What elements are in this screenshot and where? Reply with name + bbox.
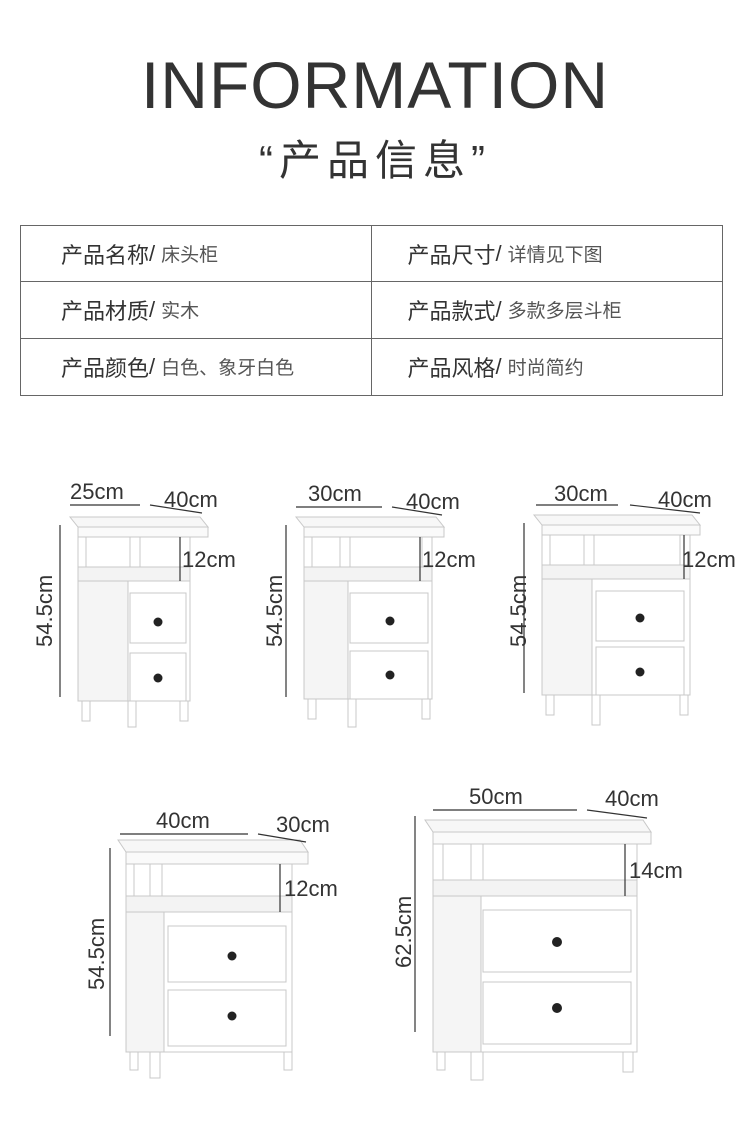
width-label: 50cm [469,784,523,809]
depth-label: 40cm [658,487,712,512]
cell-value: 床头柜 [161,245,219,267]
depth-label: 40cm [164,487,218,512]
cell-separator: / [495,353,502,379]
depth-label: 40cm [406,489,460,514]
product-cabinet-3: 30cm 40cm 12cm 54.5cm [500,475,745,740]
cell-value: 白色、象牙白色 [161,358,295,380]
drawer-knob [153,673,163,683]
cell-value: 实木 [161,301,200,323]
height-label: 54.5cm [506,575,531,647]
drawer-knob [552,937,562,947]
width-label: 40cm [156,808,210,833]
cell-separator: / [149,240,156,266]
product-cabinet-4: 40cm 30cm 12cm 54.5cm [80,800,360,1085]
cabinet-illustration [532,514,702,726]
drawer-knob [227,951,237,961]
drawer-knob [635,613,645,623]
drawer-knob [385,616,395,626]
product-cabinet-1: 25cm 40cm 12cm 54.5cm [30,475,240,740]
width-label: 30cm [554,481,608,506]
height-label: 54.5cm [262,575,287,647]
cabinet-illustration [117,839,309,1079]
drawer-knob [385,670,395,680]
width-label: 25cm [70,479,124,504]
gap-label: 14cm [629,858,683,883]
page-subtitle: “产品信息” [259,137,491,184]
cell-separator: / [495,296,502,322]
height-label: 62.5cm [391,896,416,968]
info-cell-color: 产品颜色/白色、象牙白色 [21,338,372,395]
info-row: 产品材质/实木 产品款式/多款多层斗柜 [21,282,723,339]
cell-separator: / [149,296,156,322]
product-cabinet-2: 30cm 40cm 12cm 54.5cm [260,475,490,740]
drawer-knob [552,1003,562,1013]
depth-label: 30cm [276,812,330,837]
page-title: INFORMATION [140,48,610,122]
cell-separator: / [149,353,156,379]
info-cell-design: 产品风格/时尚简约 [372,339,723,395]
info-cell-name: 产品名称/床头柜 [21,226,372,282]
info-cell-style: 产品款式/多款多层斗柜 [372,282,723,337]
gap-label: 12cm [182,547,236,572]
product-cabinet-5: 50cm 40cm 14cm 62.5cm [385,782,715,1087]
info-table: 产品名称/床头柜 产品尺寸/详情见下图 产品材质/实木 产品款式/多款多层斗柜 … [20,225,723,396]
width-label: 30cm [308,481,362,506]
info-cell-size: 产品尺寸/详情见下图 [372,226,723,281]
gap-label: 12cm [284,876,338,901]
cell-value: 时尚简约 [507,358,584,380]
cabinet-illustration [424,819,652,1081]
gap-label: 12cm [682,547,736,572]
drawer-knob [227,1011,237,1021]
height-label: 54.5cm [32,575,57,647]
cell-label: 产品风格 [407,355,496,381]
height-label: 54.5cm [84,918,109,990]
cell-label: 产品尺寸 [407,242,496,268]
cell-label: 产品名称 [61,242,150,268]
cell-value: 多款多层斗柜 [507,301,622,323]
cell-label: 产品颜色 [61,355,150,381]
gap-label: 12cm [422,547,476,572]
cell-separator: / [495,240,502,266]
depth-label: 40cm [605,786,659,811]
cell-label: 产品款式 [407,298,496,324]
info-row: 产品颜色/白色、象牙白色 产品风格/时尚简约 [21,338,723,395]
cabinet-illustration [68,516,210,728]
drawer-knob [635,667,645,677]
info-cell-material: 产品材质/实木 [21,282,372,338]
info-row: 产品名称/床头柜 产品尺寸/详情见下图 [21,226,723,283]
drawer-knob [153,617,163,627]
cell-value: 详情见下图 [507,245,603,267]
cell-label: 产品材质 [61,298,150,324]
